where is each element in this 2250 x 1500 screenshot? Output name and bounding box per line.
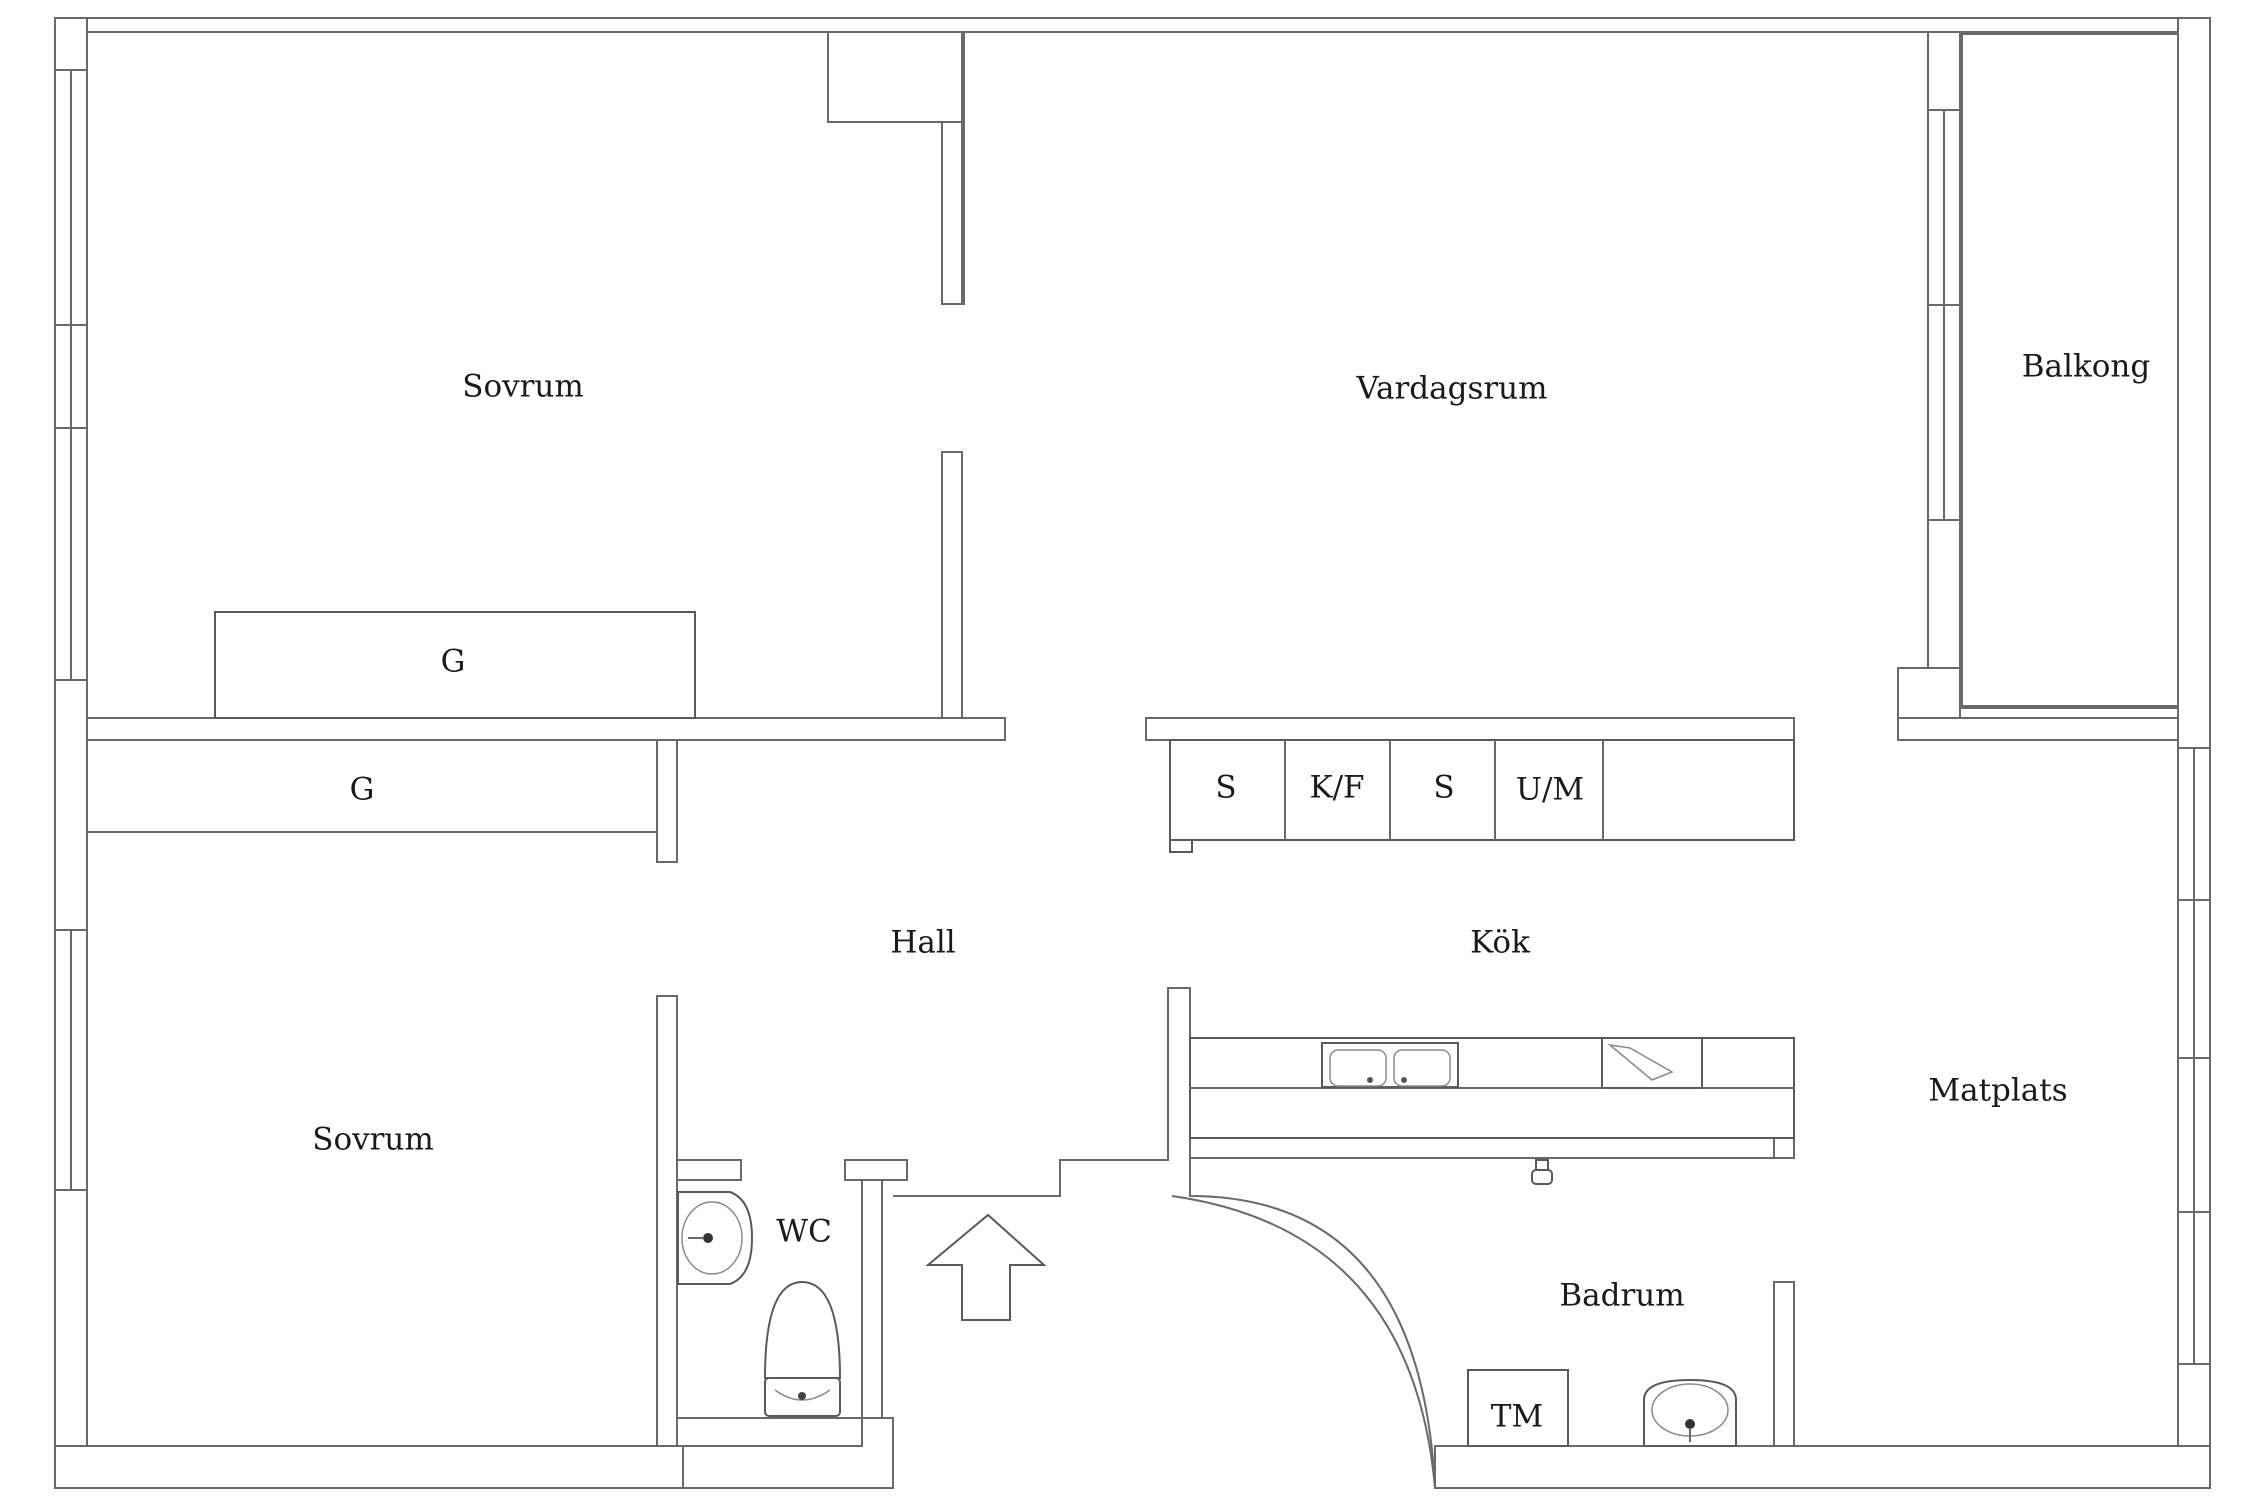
wall-balkong-left-bottom <box>1927 519 1961 669</box>
label-garderob-top: G <box>441 644 466 680</box>
wall-balkong-inner <box>1959 31 1963 709</box>
bath-fixtures <box>1467 1159 1737 1447</box>
wardrobe-top <box>214 611 696 719</box>
wall-tap-icon <box>1531 1159 1553 1185</box>
label-skap-1: S <box>1215 770 1236 806</box>
label-vardagsrum: Vardagsrum <box>1355 371 1547 407</box>
label-balkong: Balkong <box>2022 349 2150 385</box>
label-sovrum-top: Sovrum <box>462 369 584 405</box>
label-sovrum-bottom: Sovrum <box>312 1122 434 1158</box>
wall-bath-right <box>1773 1281 1795 1447</box>
label-tvattmaskin: TM <box>1491 1399 1543 1435</box>
wall-sovrum-top-right-lower <box>941 451 963 719</box>
wall-bottom-right <box>1434 1445 2211 1489</box>
kitchen-lower-counter <box>1189 1037 1795 1139</box>
wall-matplats-pillar <box>1897 667 1961 719</box>
label-wc: WC <box>776 1214 832 1250</box>
wall-bath-top <box>1189 1137 1795 1159</box>
wall-sovrum-top-right-upper <box>941 121 963 305</box>
wall-wc-top-left <box>676 1159 742 1181</box>
sink-icon <box>677 1191 754 1285</box>
wall-horizontal-upper <box>86 717 1006 741</box>
label-skap-2: S <box>1433 770 1454 806</box>
label-kyl-frys: K/F <box>1309 770 1364 806</box>
wardrobe-left-frame <box>86 739 658 833</box>
interior-walls <box>86 31 2179 1489</box>
label-matplats: Matplats <box>1928 1073 2067 1109</box>
room-labels: Sovrum Vardagsrum Balkong G G Hall Kök S… <box>312 349 2150 1435</box>
wall-garderob-right <box>656 739 678 863</box>
label-hall: Hall <box>890 925 955 961</box>
wall-corner-notch <box>827 31 963 123</box>
wall-entry-arch <box>893 987 1436 1489</box>
wall-wc-top-right <box>844 1159 908 1181</box>
wall-wc-right <box>861 1179 883 1419</box>
wall-bottom-left <box>54 1445 684 1489</box>
wc-fixtures <box>677 1191 842 1417</box>
sink-icon <box>1643 1378 1737 1447</box>
wall-balkong-left-top <box>1927 31 1961 111</box>
toilet-icon <box>763 1280 842 1417</box>
wall-horizontal-kitchen <box>1145 717 1795 741</box>
kitchen-counter-upper <box>1169 739 1795 841</box>
wall-wc-bottom <box>676 1417 863 1447</box>
label-garderob-left: G <box>350 772 375 808</box>
double-sink-icon <box>1321 1042 1459 1088</box>
kitchen-upper-units <box>1169 739 1795 853</box>
wall-horizontal-matplats <box>1897 717 2179 741</box>
washing-machine-box <box>1467 1369 1569 1447</box>
label-ugn-mikro: U/M <box>1516 772 1584 808</box>
wall-sovrum-bottom-right <box>656 995 678 1447</box>
entrance-arrow-icon <box>925 1213 1047 1321</box>
label-kok: Kök <box>1470 925 1530 961</box>
wall-top <box>54 17 2211 33</box>
label-badrum: Badrum <box>1559 1278 1684 1314</box>
kitchen-unit-foot <box>1169 839 1193 853</box>
balkong-top <box>1959 31 2179 35</box>
balkong-bottom <box>1959 705 2179 709</box>
wall-vardagsrum-left <box>961 31 965 305</box>
windows <box>54 69 2211 1365</box>
stove-icon <box>1601 1037 1703 1089</box>
entry-curve <box>1171 1195 1436 1489</box>
